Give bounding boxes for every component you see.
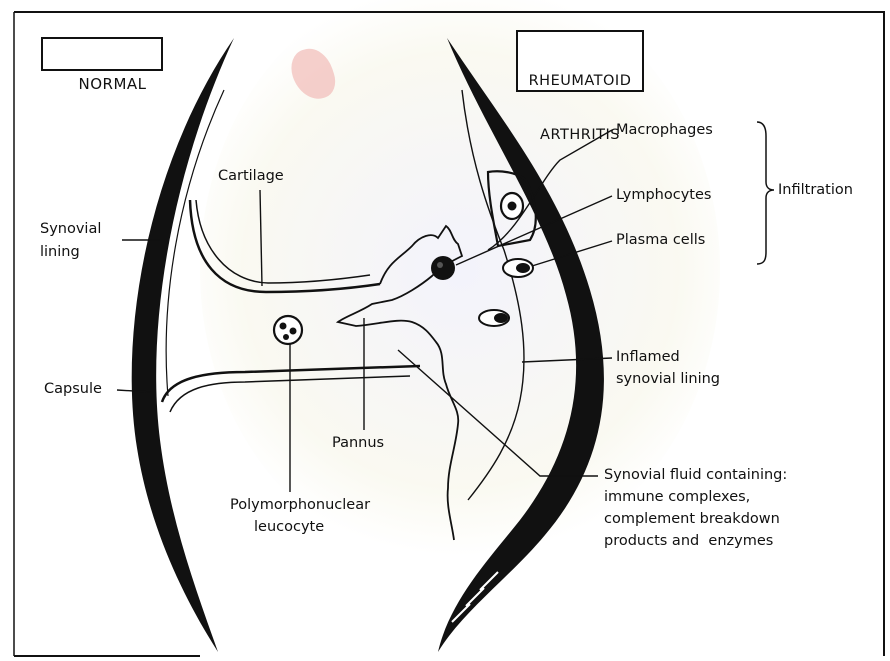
label-synovial-lining-1: Synovial <box>40 220 101 239</box>
upper-cartilage-inner <box>196 200 370 283</box>
lower-cartilage <box>162 366 420 402</box>
label-pmn-1: Polymorphonuclear <box>230 496 370 515</box>
label-fluid-3: complement breakdown <box>604 510 780 529</box>
plasma-cell-nucleus <box>516 263 530 273</box>
pmn-cell <box>274 316 302 344</box>
ra-title-line1: RHEUMATOID <box>518 72 642 90</box>
label-lymphocytes: Lymphocytes <box>616 186 711 205</box>
normal-title: NORMAL <box>79 75 147 93</box>
lymphocyte-cell <box>431 256 455 280</box>
pmn-lobe-1 <box>280 323 287 330</box>
label-cartilage: Cartilage <box>218 167 284 186</box>
label-infiltration: Infiltration <box>778 181 853 200</box>
label-inflamed-1: Inflamed <box>616 348 680 367</box>
ra-title-box: RHEUMATOID ARTHRITIS <box>516 30 644 92</box>
label-capsule: Capsule <box>44 380 102 399</box>
plasma-cell-2-nucleus <box>494 313 508 323</box>
label-macrophages: Macrophages <box>616 121 713 140</box>
left-capsule <box>132 38 234 652</box>
label-pannus: Pannus <box>332 434 384 453</box>
leader-cartilage <box>260 190 262 286</box>
label-pmn-2: leucocyte <box>254 518 324 537</box>
label-fluid-2: immune complexes, <box>604 488 750 507</box>
normal-title-box: NORMAL <box>41 37 163 71</box>
label-fluid-4: products and enzymes <box>604 532 773 551</box>
label-inflamed-2: synovial lining <box>616 370 720 389</box>
macrophage-nucleus <box>508 202 517 211</box>
label-plasma-cells: Plasma cells <box>616 231 705 250</box>
lymphocyte-highlight <box>437 262 443 268</box>
pmn-lobe-3 <box>283 334 289 340</box>
label-synovial-lining-2: lining <box>40 243 80 262</box>
pmn-lobe-2 <box>290 328 297 335</box>
label-fluid-1: Synovial fluid containing: <box>604 466 787 485</box>
infiltration-bracket <box>757 122 774 264</box>
